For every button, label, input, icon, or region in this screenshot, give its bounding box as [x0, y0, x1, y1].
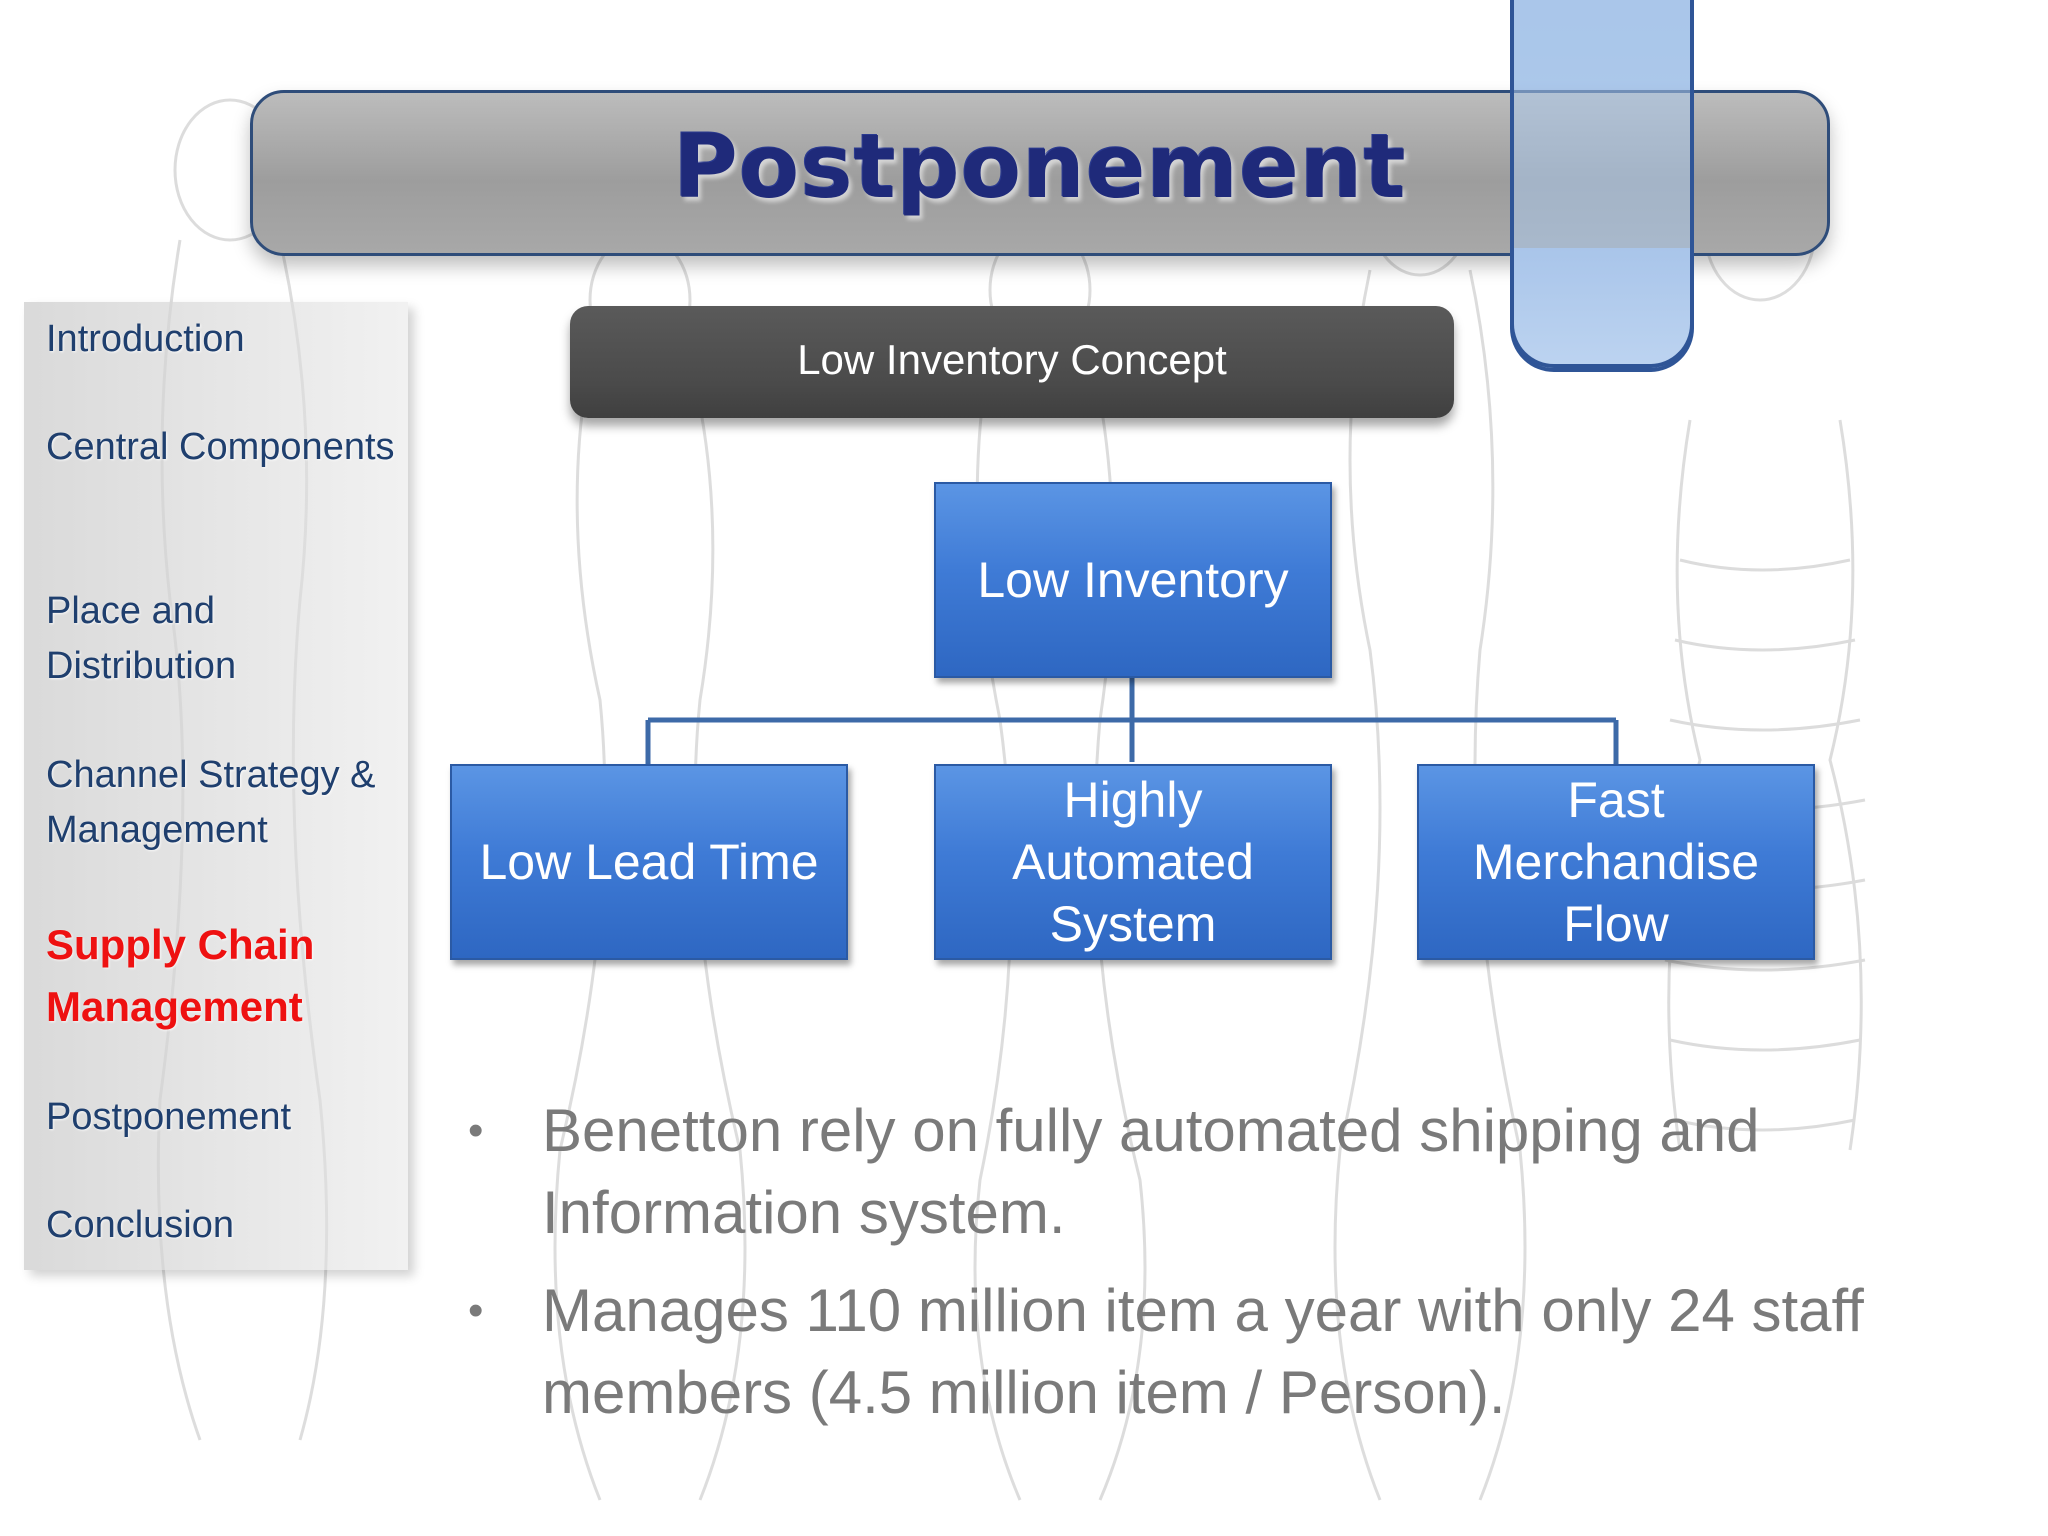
list-item: • Benetton rely on fully automated shipp… — [460, 1090, 1960, 1254]
sidebar-item-place-and-distribution[interactable]: Place and Distribution — [46, 590, 237, 687]
sidebar-nav: Introduction Central Components Place an… — [24, 302, 408, 1270]
sidebar-item-postponement[interactable]: Postponement — [46, 1096, 292, 1138]
concept-banner: Low Inventory Concept — [570, 306, 1454, 418]
bullet-icon: • — [468, 1286, 484, 1335]
sidebar-item-introduction[interactable]: Introduction — [46, 318, 245, 360]
sidebar-item-conclusion[interactable]: Conclusion — [46, 1204, 234, 1246]
org-box-child-2: Highly Automated System — [934, 764, 1332, 960]
sidebar-item-central-components[interactable]: Central Components — [46, 426, 395, 468]
bullet-list: • Benetton rely on fully automated shipp… — [460, 1090, 1960, 1450]
top-decorative-tab-overlay — [1510, 0, 1694, 252]
bullet-text: Manages 110 million item a year with onl… — [542, 1277, 1864, 1426]
sidebar-item-channel-strategy[interactable]: Channel Strategy & Management — [46, 754, 376, 851]
org-box-child-3: Fast Merchandise Flow — [1417, 764, 1815, 960]
page-title: Postponement — [673, 115, 1407, 218]
org-box-child-1: Low Lead Time — [450, 764, 848, 960]
list-item: • Manages 110 million item a year with o… — [460, 1270, 1960, 1434]
sidebar-item-supply-chain-management[interactable]: Supply Chain Management — [46, 921, 315, 1030]
bullet-text: Benetton rely on fully automated shippin… — [542, 1097, 1760, 1246]
bullet-icon: • — [468, 1106, 484, 1155]
top-decorative-tab-front — [1510, 248, 1694, 368]
concept-label: Low Inventory Concept — [797, 336, 1227, 383]
org-box-root: Low Inventory — [934, 482, 1332, 678]
